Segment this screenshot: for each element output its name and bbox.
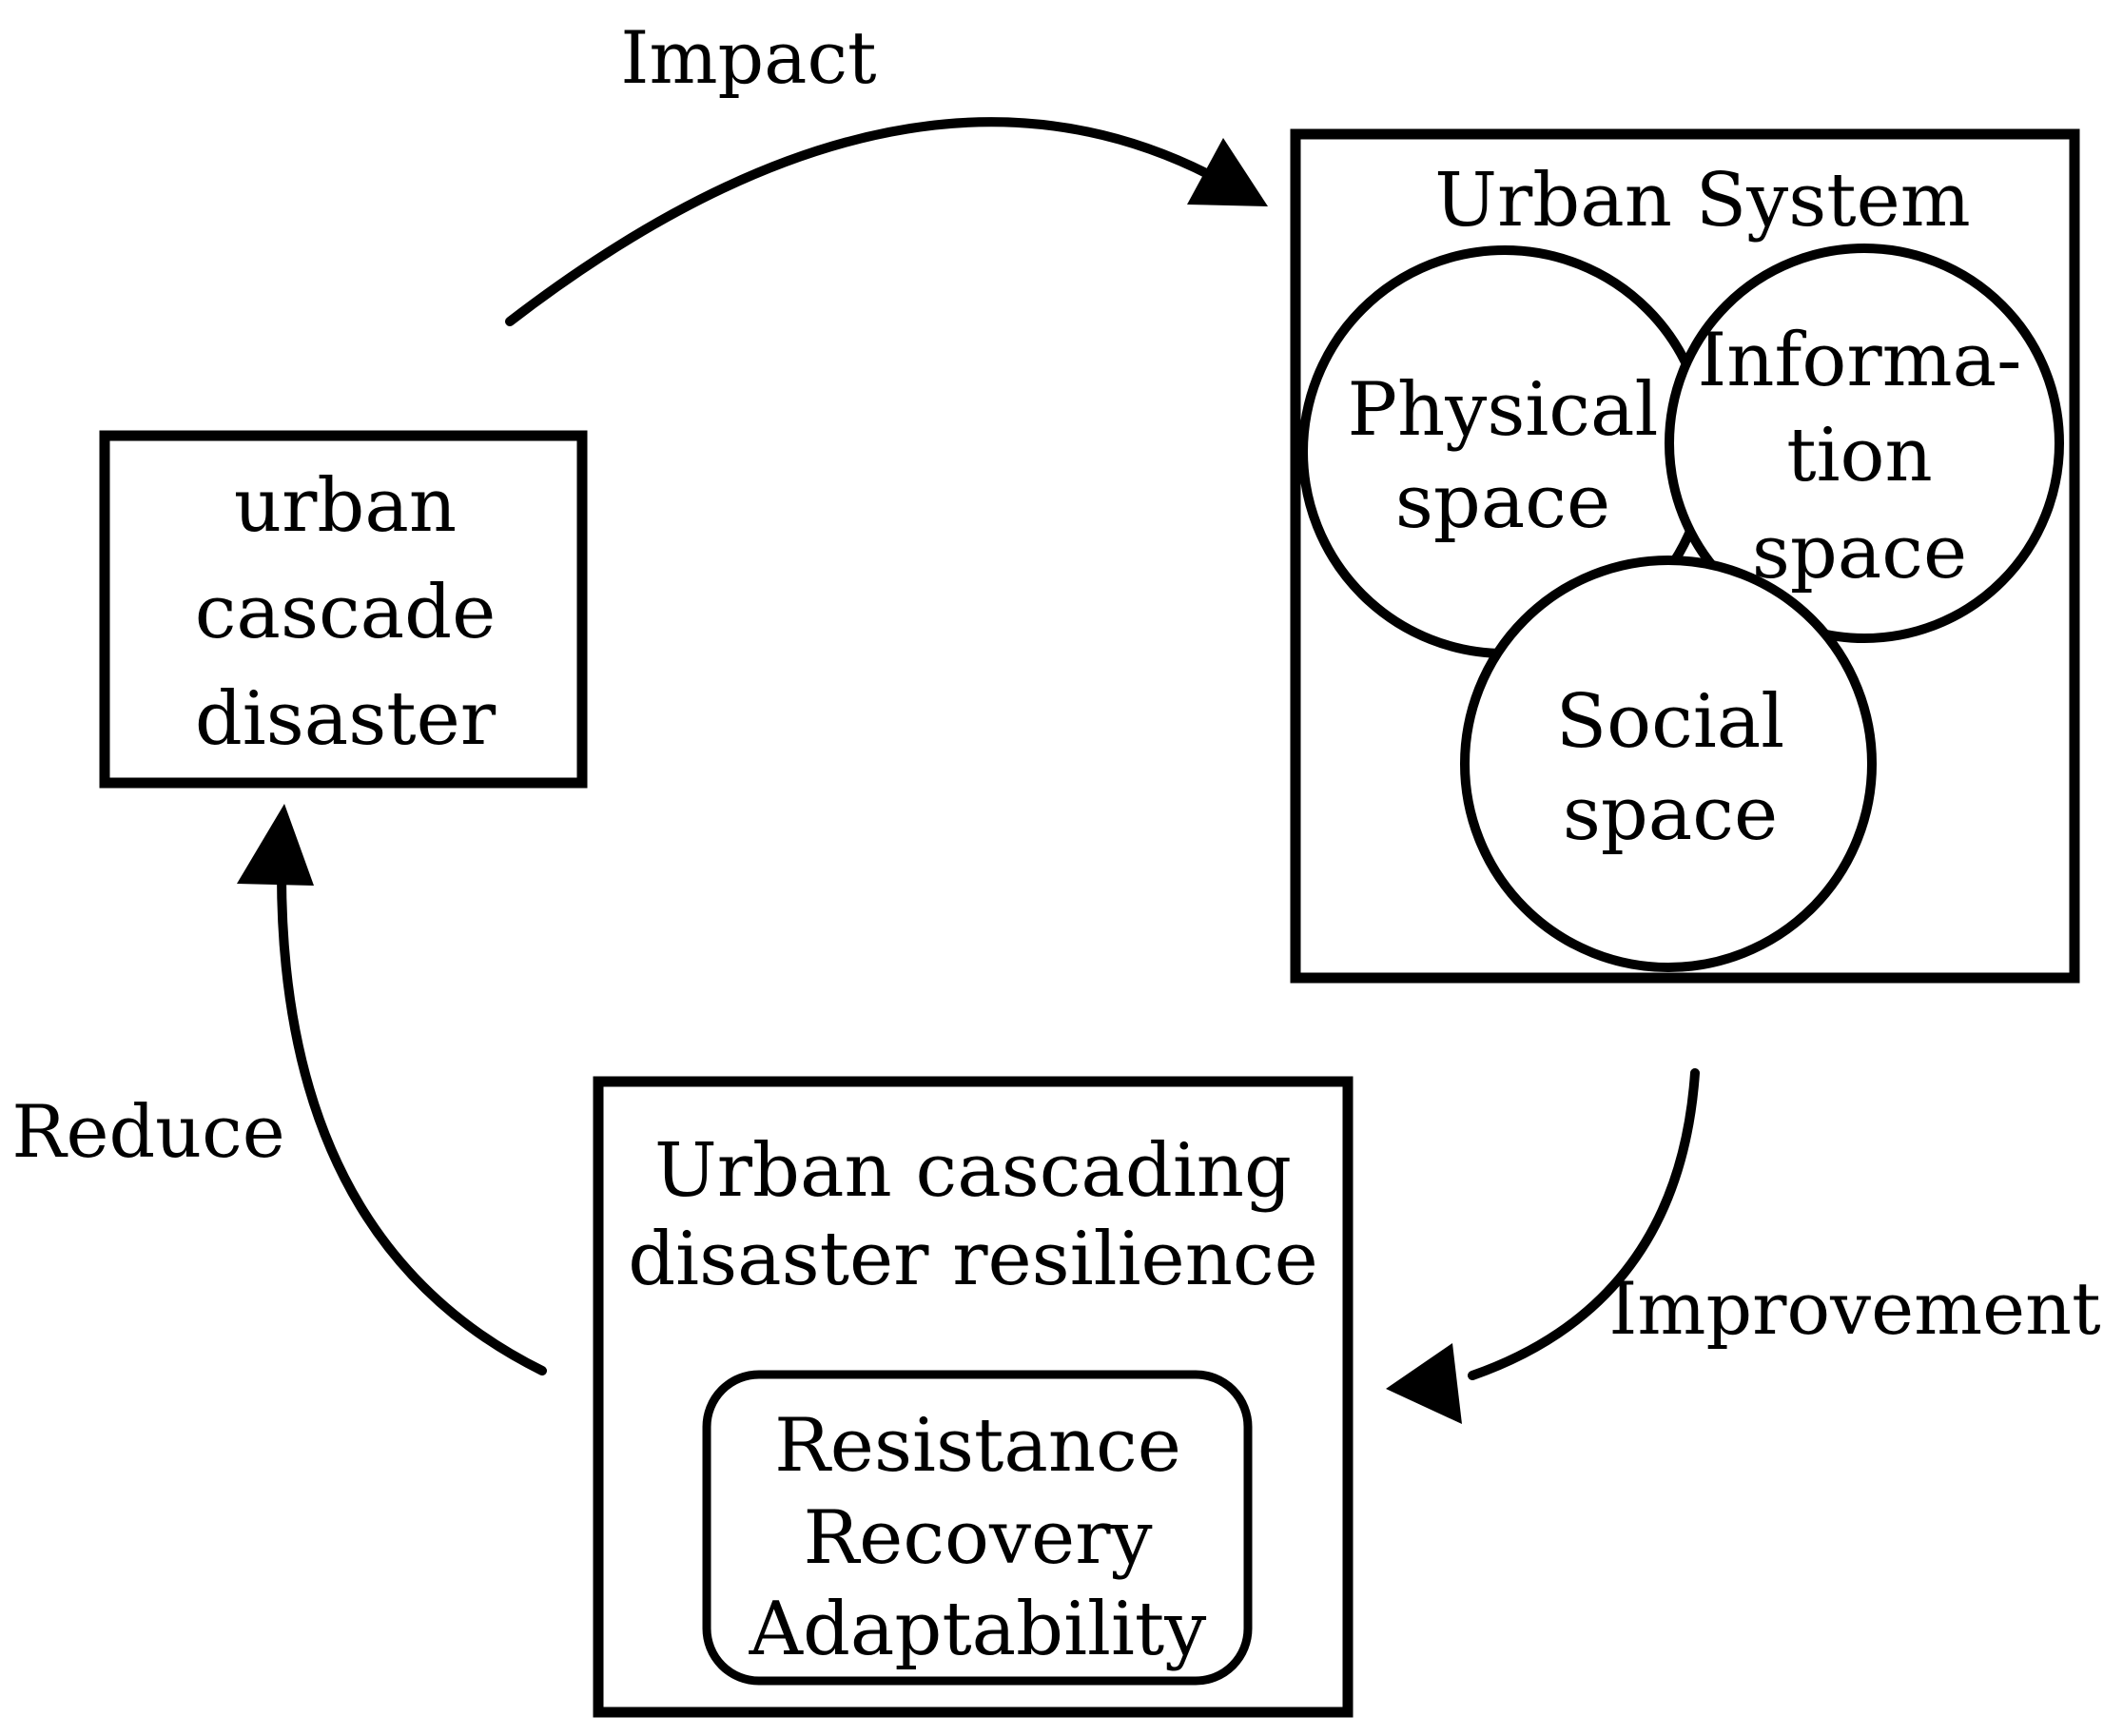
physical-space-line1: Physical (1348, 367, 1659, 453)
resilience-box: Urban cascading disaster resilience Resi… (593, 1076, 1354, 1718)
impact-arrowhead-icon (1187, 138, 1268, 206)
urban-cascade-disaster-box-border (99, 430, 588, 789)
urban-system-title: Urban System (1434, 158, 1970, 244)
information-space-line3: space (1752, 510, 1967, 595)
resilience-title-line1: Urban cascading (654, 1128, 1292, 1214)
improvement-arrowhead-icon (1386, 1343, 1462, 1424)
social-space-line1: Social (1556, 679, 1784, 765)
impact-arrow (505, 117, 1268, 326)
reduce-arrow-curve (276, 867, 547, 1375)
capability-adaptability: Adaptability (749, 1587, 1207, 1672)
information-space-circle (1665, 244, 2064, 643)
impact-arrow-curve (505, 117, 1215, 326)
improvement-arrow-curve (1468, 1068, 1700, 1380)
social-space-line2: space (1563, 771, 1778, 857)
urban-cascade-disaster-line2: cascade (195, 570, 497, 655)
urban-system-box-border (1290, 128, 2080, 984)
physical-space-line2: space (1395, 459, 1610, 545)
impact-label: Impact (620, 15, 876, 100)
resilience-box-border (593, 1076, 1354, 1718)
reduce-arrowhead-icon (237, 804, 314, 886)
resilience-title-line2: disaster resilience (628, 1217, 1318, 1302)
improvement-label: Improvement (1608, 1266, 2100, 1351)
capability-resistance: Resistance (774, 1403, 1181, 1489)
social-space-circle (1460, 556, 1877, 972)
urban-cascade-disaster-box: urban cascade disaster (99, 430, 588, 789)
social-space-circle-outline (1460, 556, 1877, 972)
urban-cascade-disaster-line1: urban (234, 463, 457, 549)
reduce-arrow (237, 804, 547, 1375)
reduce-label: Reduce (11, 1089, 284, 1174)
urban-cascade-disaster-line3: disaster (195, 676, 497, 762)
urban-system-box: Urban System Physical space Informa- tio… (1290, 128, 2080, 984)
capability-recovery: Recovery (803, 1495, 1152, 1581)
improvement-arrow (1386, 1068, 1700, 1424)
information-space-line2: tion (1786, 413, 1933, 498)
information-space-circle-outline (1665, 244, 2064, 643)
capabilities-rounded-box (702, 1370, 1253, 1686)
information-space-line1: Informa- (1698, 318, 2022, 403)
